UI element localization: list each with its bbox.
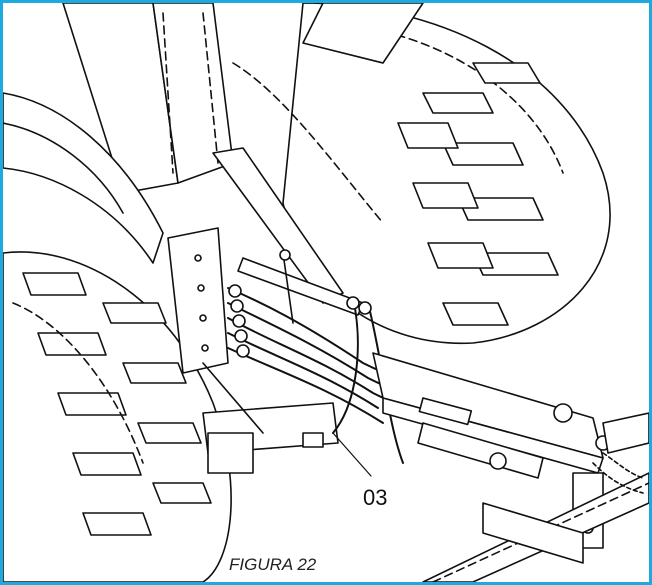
upper-frame — [62, 3, 424, 224]
callout-label: 03 — [363, 485, 388, 510]
figure-caption: FIGURA 22 — [229, 555, 317, 574]
fender — [3, 92, 164, 264]
chains — [592, 452, 644, 494]
hub-plate — [167, 227, 229, 374]
right-tire — [282, 3, 611, 345]
callout-leader — [332, 432, 372, 477]
lower-hitch — [202, 362, 339, 474]
left-tire — [3, 251, 232, 582]
toolbar — [422, 412, 649, 582]
linkage-arms — [212, 147, 364, 324]
hydraulic-cylinder — [417, 422, 544, 479]
valve-fittings — [228, 284, 372, 358]
tractor-hitch-illustration — [3, 3, 649, 582]
